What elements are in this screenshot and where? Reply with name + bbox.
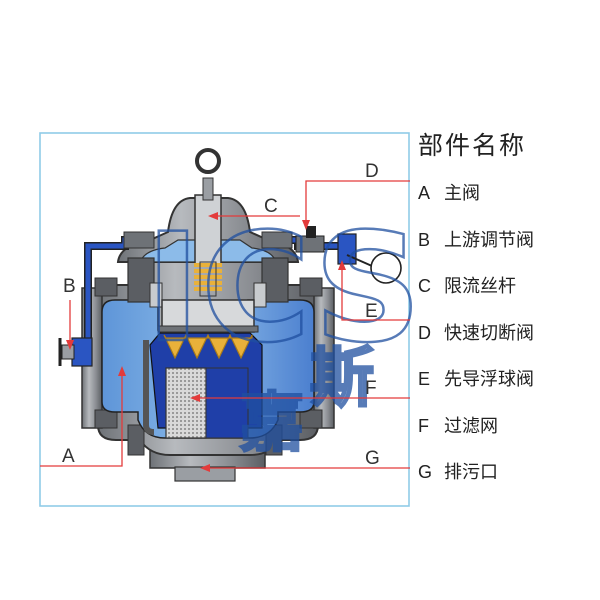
- callout-c: C: [264, 196, 278, 217]
- callout-g: G: [365, 448, 380, 469]
- legend-item-e: E 先导浮球阀: [418, 364, 593, 411]
- legend-name: 快速切断阀: [444, 322, 534, 344]
- legend-title: 部件名称: [418, 131, 527, 160]
- callout-a: A: [62, 446, 75, 467]
- legend-letter: E: [418, 369, 431, 389]
- legend-letter: G: [418, 462, 433, 482]
- legend-item-g: G 排污口: [418, 457, 593, 504]
- upstream-valve: [58, 337, 93, 367]
- callout-lines: [40, 180, 410, 469]
- legend-letter: F: [418, 415, 429, 436]
- legend-letter: B: [418, 229, 431, 250]
- legend-name: 限流丝杆: [444, 276, 516, 297]
- legend-item-a: A 主阀: [418, 178, 593, 225]
- legend-letter: C: [418, 276, 431, 296]
- legend-item-c: C 限流丝杆: [418, 271, 593, 318]
- legend-name: 过滤网: [444, 415, 498, 437]
- callout-f: F: [365, 378, 377, 399]
- legend-name: 主阀: [444, 183, 480, 204]
- legend-name: 排污口: [444, 462, 498, 483]
- filter-screen: [165, 367, 249, 439]
- shutoff-and-float-valve: [295, 226, 402, 284]
- parts-legend: 部件名称 A 主阀 B 上游调节阀 C 限流丝杆 D 快速切断阀 E 先导浮球阀 F 过滤网…: [418, 128, 593, 504]
- stem-assembly: [157, 148, 259, 333]
- callout-e: E: [365, 301, 378, 322]
- legend-name: 上游调节阀: [444, 229, 534, 251]
- legend-item-d: D 快速切断阀: [418, 318, 593, 365]
- legend-letter: D: [418, 322, 431, 343]
- callout-b: B: [63, 276, 76, 297]
- spring-element: [163, 333, 253, 360]
- svg-text:ICS: ICS: [145, 202, 422, 376]
- callout-d: D: [365, 161, 379, 182]
- legend-item-f: F 过滤网: [418, 411, 593, 458]
- legend-item-b: B 上游调节阀: [418, 225, 593, 272]
- legend-name: 先导浮球阀: [444, 369, 534, 390]
- legend-letter: A: [418, 183, 431, 203]
- callout-arrowheads: [66, 212, 346, 472]
- svg-text:斯: 斯: [310, 342, 374, 416]
